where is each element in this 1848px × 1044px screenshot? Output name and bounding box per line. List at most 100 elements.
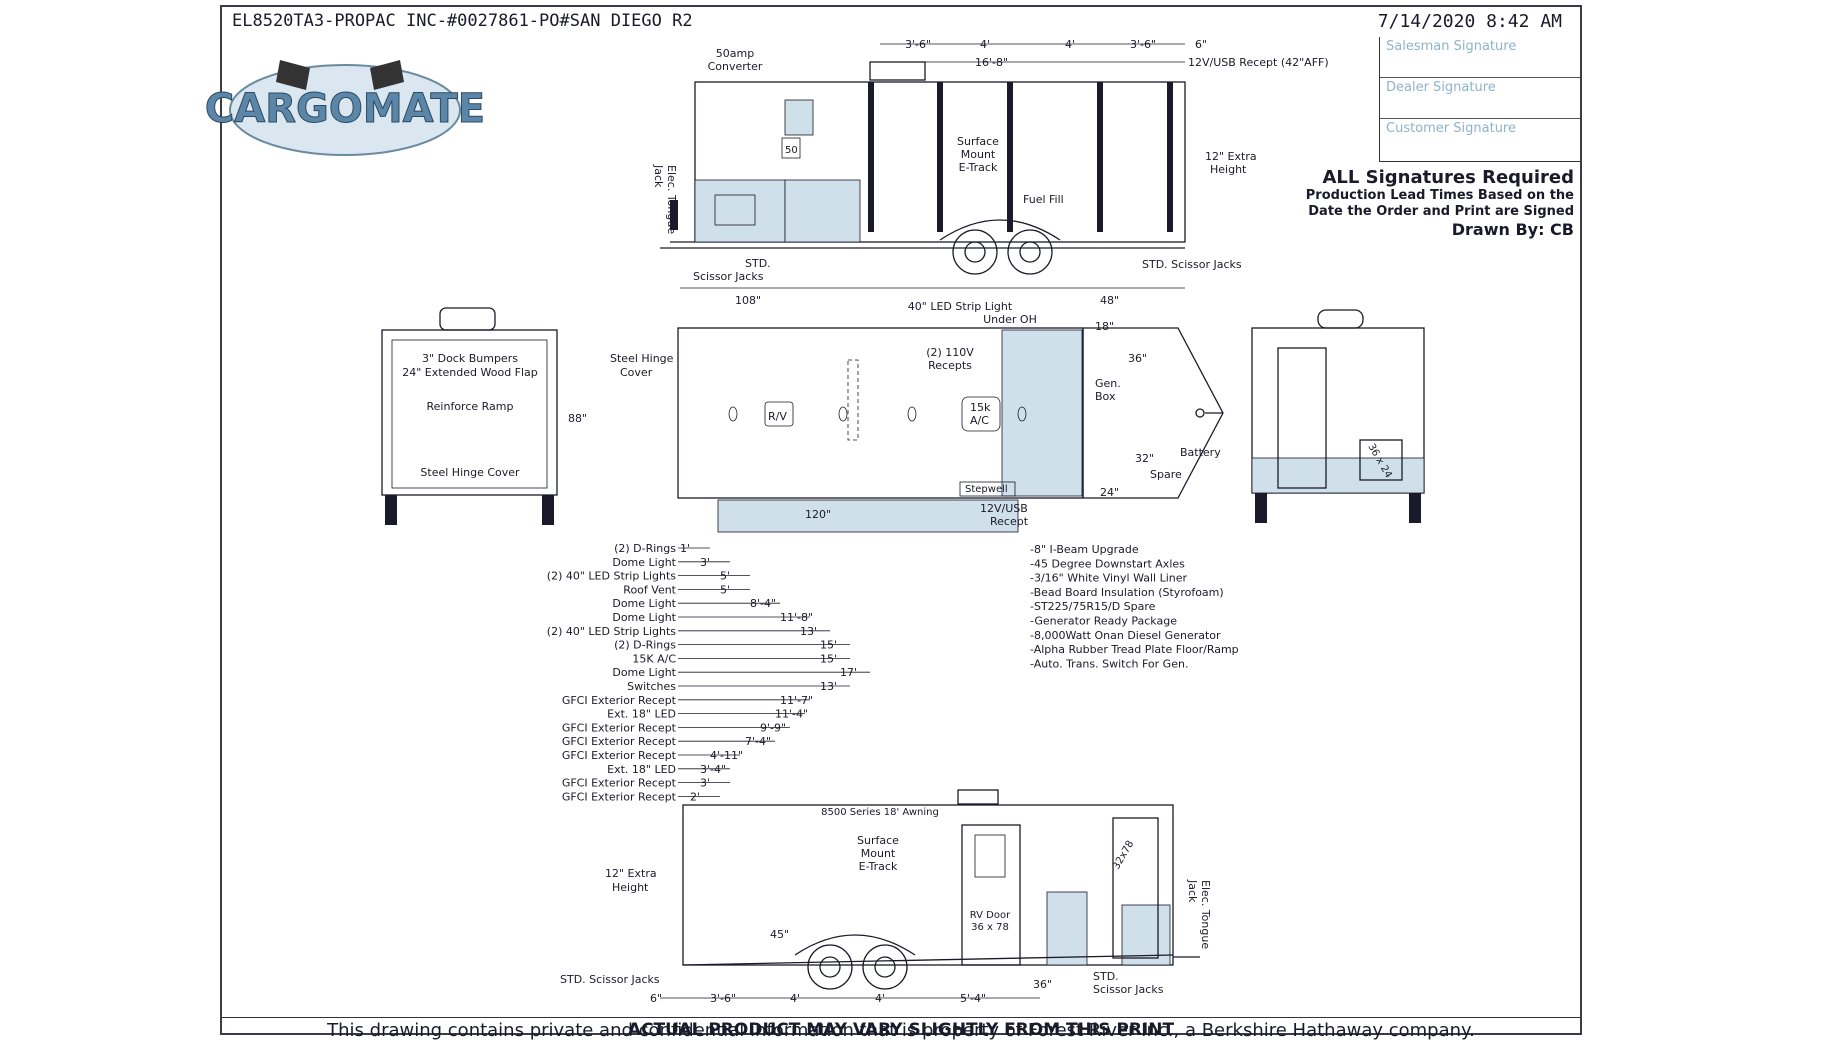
callout-label: GFCI Exterior Recept bbox=[562, 790, 677, 803]
callout-label: Dome Light bbox=[612, 611, 676, 624]
callout-label: GFCI Exterior Recept bbox=[562, 749, 677, 762]
dim-bot-2: 3'-6" bbox=[710, 992, 736, 1005]
callout-dimension: 11'-7" bbox=[780, 694, 813, 707]
callout-dimension: 13' bbox=[800, 625, 817, 638]
rear-label-3: Reinforce Ramp bbox=[427, 400, 514, 413]
spare-label: Spare bbox=[1150, 468, 1182, 481]
callout-label: Dome Light bbox=[612, 556, 676, 569]
option-item: -Generator Ready Package bbox=[1030, 615, 1177, 628]
option-item: -Bead Board Insulation (Styrofoam) bbox=[1030, 586, 1224, 599]
callout-dimension: 5' bbox=[720, 583, 730, 596]
plan-usb-2: Recept bbox=[990, 515, 1029, 528]
etrack2-label-2: Mount bbox=[861, 847, 896, 860]
callout-dimension: 13' bbox=[820, 680, 837, 693]
callout-dimension: 9'-9" bbox=[760, 721, 786, 734]
callout-dimension: 15' bbox=[820, 652, 837, 665]
option-item: -3/16" White Vinyl Wall Liner bbox=[1030, 572, 1188, 585]
callout-label: Switches bbox=[627, 680, 676, 693]
dim-32: 32" bbox=[1135, 452, 1154, 465]
etrack-label-3: E-Track bbox=[959, 161, 998, 174]
side-door-size: 32x78 bbox=[1111, 839, 1136, 872]
rv-door-1: RV Door bbox=[970, 910, 1011, 921]
callout-label: Dome Light bbox=[612, 597, 676, 610]
signature-notes: ALL Signatures Required Production Lead … bbox=[1306, 167, 1574, 239]
option-item: -8,000Watt Onan Diesel Generator bbox=[1030, 629, 1221, 642]
callout-label: (2) D-Rings bbox=[614, 639, 676, 652]
dim-top-2: 4' bbox=[980, 38, 990, 51]
led-under-oh-2: Under OH bbox=[983, 313, 1037, 326]
etrack2-label-3: E-Track bbox=[859, 860, 898, 873]
callout-label: GFCI Exterior Recept bbox=[562, 721, 677, 734]
extra-height-1: 12" Extra bbox=[1205, 150, 1257, 163]
dim-36: 36" bbox=[1128, 352, 1147, 365]
rear-label-1: 3" Dock Bumpers bbox=[422, 352, 518, 365]
option-item: -Alpha Rubber Tread Plate Floor/Ramp bbox=[1030, 643, 1239, 656]
logo-text: CARGOMATE bbox=[205, 86, 485, 132]
battery-label: Battery bbox=[1180, 446, 1221, 459]
signature-block: Salesman Signature Dealer Signature Cust… bbox=[1379, 37, 1580, 162]
etrack2-label-1: Surface bbox=[857, 834, 899, 847]
callout-dimension: 3' bbox=[700, 556, 710, 569]
lead-time-note-1: Production Lead Times Based on the bbox=[1305, 188, 1574, 203]
etrack-label-2: Mount bbox=[961, 148, 996, 161]
option-item: -ST225/75R15/D Spare bbox=[1030, 600, 1156, 613]
etrack-label-1: Surface bbox=[957, 135, 999, 148]
dealer-signature-field[interactable]: Dealer Signature bbox=[1380, 78, 1580, 119]
callout-dimension: 3'-4" bbox=[700, 763, 726, 776]
disclaimer: ACTUAL PRODUCT MAY VARY SLIGHTLY FROM TH… bbox=[222, 1017, 1580, 1040]
callout-dimension: 7'-4" bbox=[745, 735, 771, 748]
converter-label-2: Converter bbox=[708, 60, 763, 73]
dim-bot-3: 4' bbox=[790, 992, 800, 1005]
option-item: -8" I-Beam Upgrade bbox=[1030, 543, 1139, 556]
stepwell-label: Stepwell bbox=[965, 484, 1008, 495]
side-view-curbside: 50 50amp Converter 3'-6" 4' 4' 3'-6" 6" … bbox=[652, 38, 1329, 283]
dim-top-4: 3'-6" bbox=[1130, 38, 1156, 51]
drawn-by: Drawn By: CB bbox=[1451, 220, 1574, 239]
signatures-required: ALL Signatures Required bbox=[1322, 167, 1574, 188]
callout-dimension: 11'-4" bbox=[775, 708, 808, 721]
dim-top-3: 4' bbox=[1065, 38, 1075, 51]
callout-label: Ext. 18" LED bbox=[607, 763, 676, 776]
std-jacks2-left: STD. Scissor Jacks bbox=[560, 973, 660, 986]
hinge-cover-label-1: Steel Hinge bbox=[610, 352, 674, 365]
callout-dimension: 4'-11" bbox=[710, 749, 743, 762]
callout-dimension: 11'-8" bbox=[780, 611, 813, 624]
hinge-cover-label-2: Cover bbox=[620, 366, 653, 379]
callout-dimension: 15' bbox=[820, 639, 837, 652]
dim-top-length: 16'-8" bbox=[975, 56, 1008, 69]
led-under-oh-1: 40" LED Strip Light bbox=[908, 300, 1013, 313]
rear-label-2: 24" Extended Wood Flap bbox=[402, 366, 538, 379]
callout-label: (2) 40" LED Strip Lights bbox=[547, 625, 676, 638]
dim-top-5: 6" bbox=[1195, 38, 1207, 51]
jack-label-2: Jack bbox=[652, 164, 665, 188]
dim-24: 24" bbox=[1100, 486, 1119, 499]
extra-height-2: Height bbox=[1210, 163, 1247, 176]
dim-108: 108" bbox=[735, 294, 761, 307]
callout-dimension: 2' bbox=[690, 790, 700, 803]
std-jacks-right: STD. Scissor Jacks bbox=[1142, 258, 1242, 271]
drawing-datetime: 7/14/2020 8:42 AM bbox=[1377, 11, 1562, 32]
drawing-title: EL8520TA3-PROPAC INC-#0027861-PO#SAN DIE… bbox=[232, 11, 693, 31]
dim-top-1: 3'-6" bbox=[905, 38, 931, 51]
extra-height2-1: 12" Extra bbox=[605, 867, 657, 880]
top-usb-label: 12V/USB Recept (42"AFF) bbox=[1188, 56, 1329, 69]
customer-signature-field[interactable]: Customer Signature bbox=[1386, 121, 1516, 136]
lead-time-note-2: Date the Order and Print are Signed bbox=[1308, 204, 1574, 219]
dim-bot-4: 4' bbox=[875, 992, 885, 1005]
rear-height: 88" bbox=[568, 412, 587, 425]
salesman-signature-field[interactable]: Salesman Signature bbox=[1380, 37, 1580, 78]
callout-dimension: 3' bbox=[700, 777, 710, 790]
rear-label-4: Steel Hinge Cover bbox=[420, 466, 520, 479]
callout-label: Roof Vent bbox=[623, 583, 676, 596]
plan-usb-1: 12V/USB bbox=[980, 502, 1028, 515]
converter-label-1: 50amp bbox=[716, 47, 754, 60]
dim-bot-5: 5'-4" bbox=[960, 992, 986, 1005]
roof-vent-label: R/V bbox=[768, 410, 787, 423]
ac-label-1: 15k bbox=[970, 401, 991, 414]
callout-label: Dome Light bbox=[612, 666, 676, 679]
callout-label: GFCI Exterior Recept bbox=[562, 694, 677, 707]
drawing-sheet: EL8520TA3-PROPAC INC-#0027861-PO#SAN DIE… bbox=[220, 5, 1582, 1040]
dim-120: 120" bbox=[805, 508, 831, 521]
